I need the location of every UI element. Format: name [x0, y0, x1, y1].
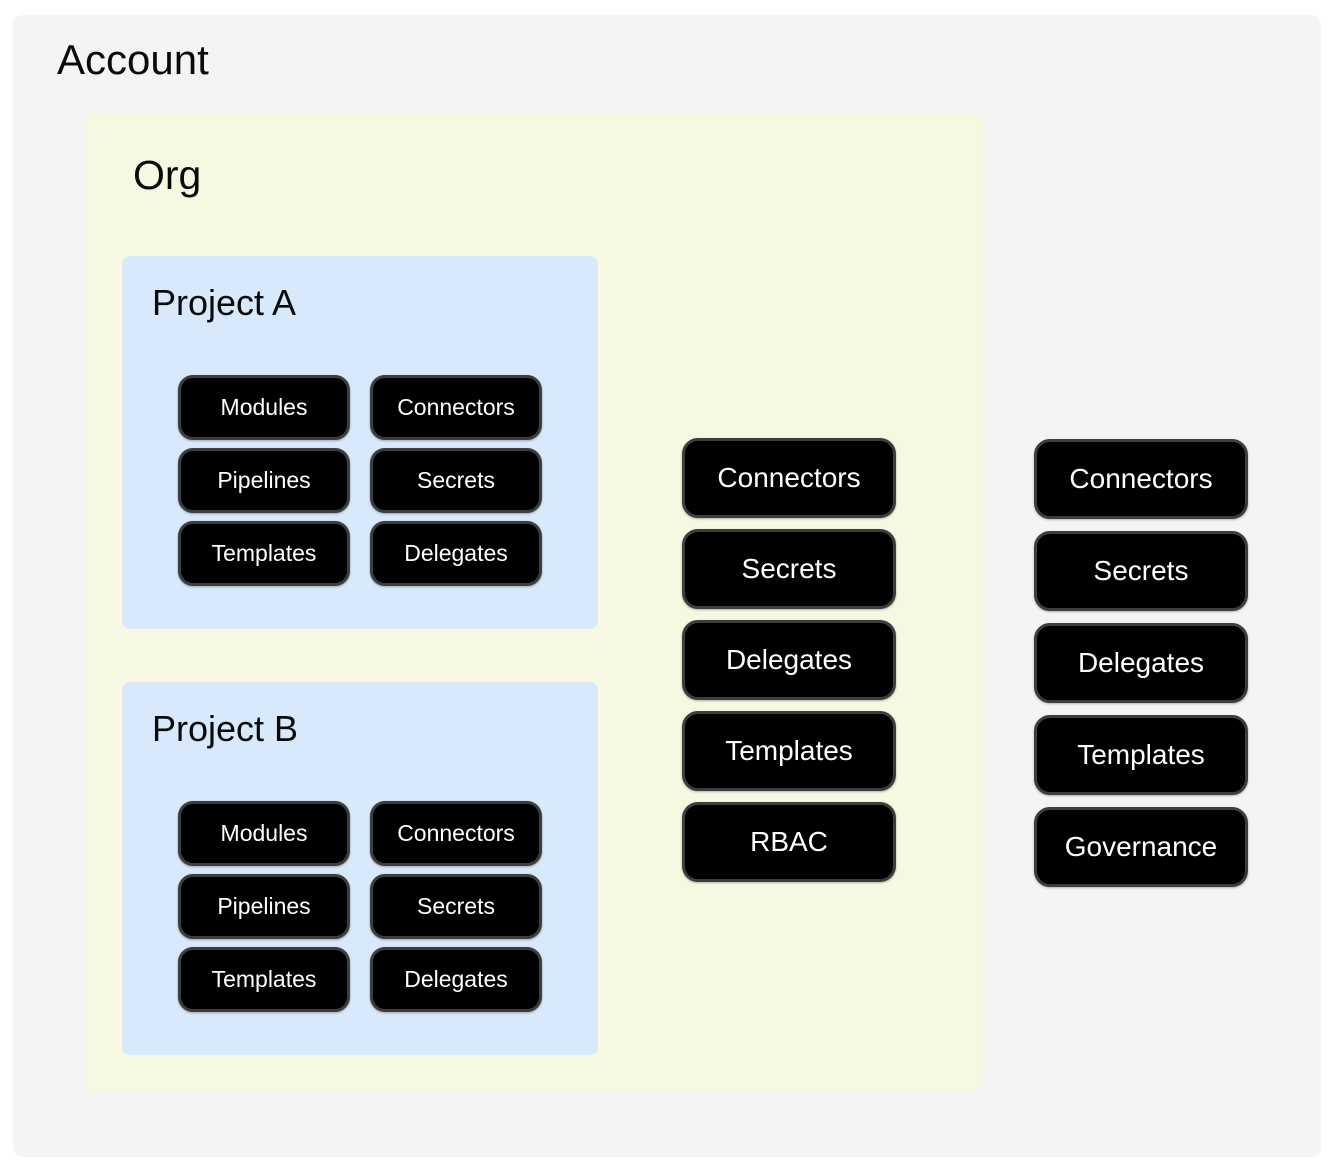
- org-container: Org Project A Modules Connectors Pipelin…: [85, 113, 983, 1092]
- project-a-pipelines-node[interactable]: Pipelines: [178, 448, 350, 513]
- account-resource-stack: Connectors Secrets Delegates Templates G…: [1034, 439, 1248, 887]
- org-rbac-node[interactable]: RBAC: [682, 802, 896, 882]
- project-a-templates-node[interactable]: Templates: [178, 521, 350, 586]
- project-b-pipelines-node[interactable]: Pipelines: [178, 874, 350, 939]
- account-governance-node[interactable]: Governance: [1034, 807, 1248, 887]
- org-connectors-node[interactable]: Connectors: [682, 438, 896, 518]
- project-a-title: Project A: [152, 282, 297, 323]
- account-connectors-node[interactable]: Connectors: [1034, 439, 1248, 519]
- project-a-resource-grid: Modules Connectors Pipelines Secrets Tem…: [178, 375, 542, 586]
- org-resource-stack: Connectors Secrets Delegates Templates R…: [682, 438, 896, 882]
- org-title: Org: [133, 152, 202, 198]
- account-delegates-node[interactable]: Delegates: [1034, 623, 1248, 703]
- project-a-secrets-node[interactable]: Secrets: [370, 448, 542, 513]
- project-b-resource-grid: Modules Connectors Pipelines Secrets Tem…: [178, 801, 542, 1012]
- project-b-container: Project B Modules Connectors Pipelines S…: [122, 682, 598, 1055]
- project-b-connectors-node[interactable]: Connectors: [370, 801, 542, 866]
- project-a-container: Project A Modules Connectors Pipelines S…: [122, 256, 598, 629]
- org-delegates-node[interactable]: Delegates: [682, 620, 896, 700]
- account-templates-node[interactable]: Templates: [1034, 715, 1248, 795]
- account-secrets-node[interactable]: Secrets: [1034, 531, 1248, 611]
- project-b-title: Project B: [152, 708, 299, 749]
- project-b-secrets-node[interactable]: Secrets: [370, 874, 542, 939]
- account-container: Account Org Project A Modules Connectors…: [13, 15, 1321, 1157]
- project-b-modules-node[interactable]: Modules: [178, 801, 350, 866]
- account-title: Account: [57, 36, 209, 83]
- project-a-delegates-node[interactable]: Delegates: [370, 521, 542, 586]
- org-secrets-node[interactable]: Secrets: [682, 529, 896, 609]
- project-b-delegates-node[interactable]: Delegates: [370, 947, 542, 1012]
- project-a-connectors-node[interactable]: Connectors: [370, 375, 542, 440]
- org-templates-node[interactable]: Templates: [682, 711, 896, 791]
- project-a-modules-node[interactable]: Modules: [178, 375, 350, 440]
- project-b-templates-node[interactable]: Templates: [178, 947, 350, 1012]
